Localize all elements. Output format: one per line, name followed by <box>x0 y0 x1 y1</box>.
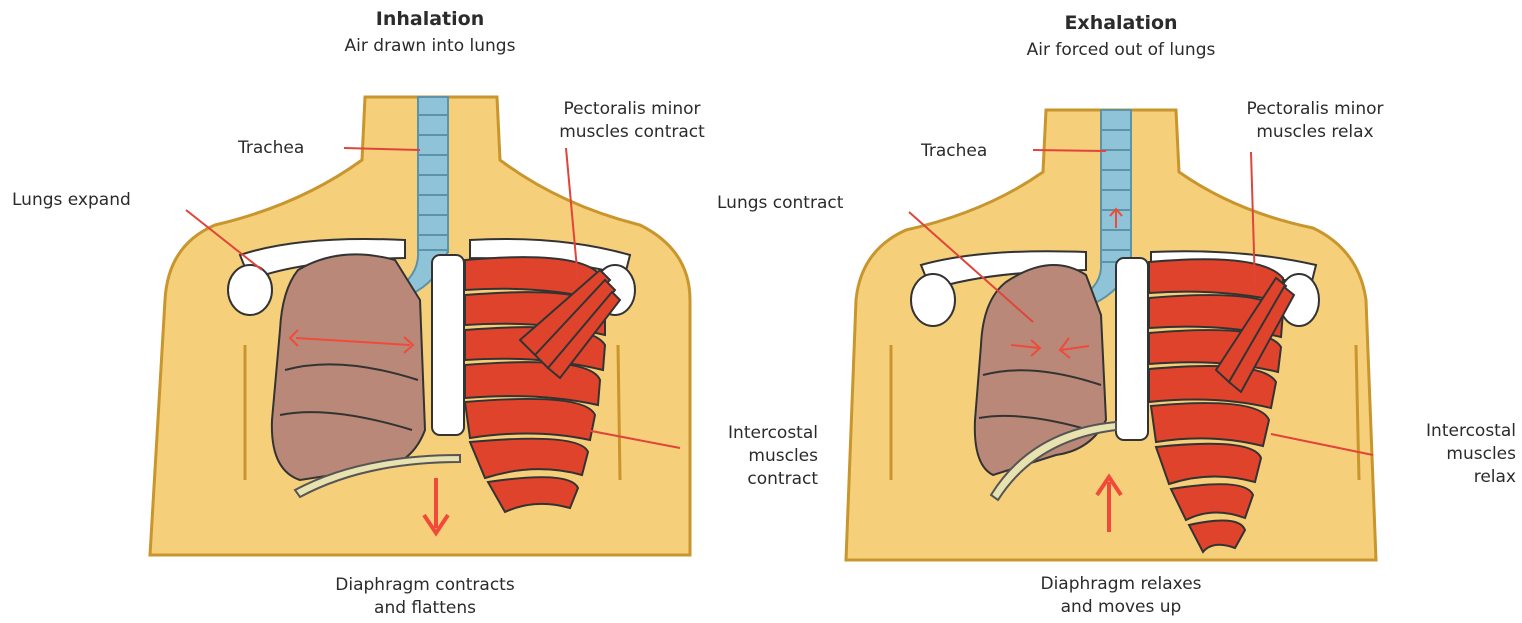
diaphragm-label: Diaphragm relaxes and moves up <box>961 573 1281 619</box>
inhalation-torso-illustration <box>0 0 761 623</box>
exhalation-torso-illustration <box>761 0 1522 623</box>
exhalation-panel: Exhalation Air forced out of lungs <box>761 0 1522 623</box>
lungs-label: Lungs contract <box>717 192 843 215</box>
lungs-label: Lungs expand <box>12 189 131 212</box>
pectoralis-label: Pectoralis minor muscles relax <box>1195 98 1435 144</box>
diaphragm-label: Diaphragm contracts and flattens <box>265 574 585 620</box>
trachea-label: Trachea <box>238 137 304 160</box>
pectoralis-label: Pectoralis minor muscles contract <box>512 98 752 144</box>
intercostal-label: Intercostal muscles relax <box>1301 420 1516 489</box>
inhalation-panel: Inhalation Air drawn into lungs <box>0 0 761 623</box>
trachea-label: Trachea <box>921 140 987 163</box>
lung-shape <box>975 265 1106 475</box>
